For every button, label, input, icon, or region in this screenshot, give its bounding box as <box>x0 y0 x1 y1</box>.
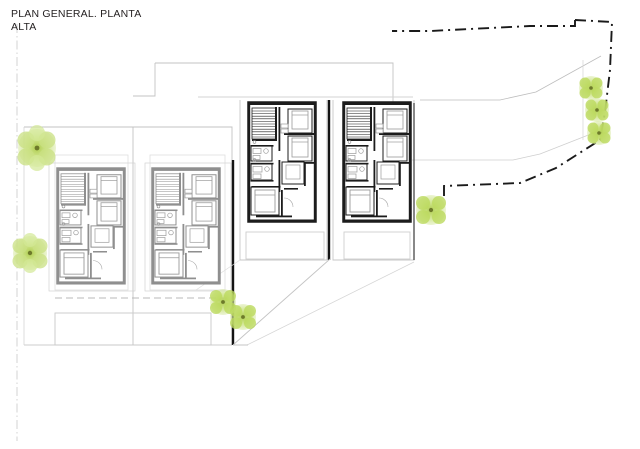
setback-left-a <box>54 154 129 291</box>
tree-left-upper <box>17 125 56 171</box>
unit-left-2[interactable] <box>151 167 221 285</box>
plot-outline-top <box>155 62 394 104</box>
garden-box-left-b <box>132 312 212 346</box>
page-title-line-1: PLAN GENERAL. PLANTA <box>11 8 142 20</box>
plot-outline-top-left-return <box>133 63 156 97</box>
tree-right-mid <box>416 195 446 225</box>
unit-right-2[interactable] <box>342 101 412 223</box>
drawing-title-block: PLAN GENERAL. PLANTA ALTA <box>11 8 241 34</box>
property-boundary-dashdot-upper-left <box>392 20 576 32</box>
unit-frame-left-a <box>48 162 136 292</box>
unit-frame-left-b <box>144 162 232 292</box>
garden-box-right-c <box>245 231 325 260</box>
tree-layer <box>12 76 611 330</box>
unit-left-1[interactable] <box>56 167 126 285</box>
plot-line-upper-right-2 <box>412 131 597 161</box>
garden-box-right-d <box>343 231 411 260</box>
site-diagonal-b <box>246 261 415 346</box>
plot-outline-right-c <box>239 100 328 261</box>
tree-left-lower <box>12 233 48 273</box>
tree-right-top-b <box>585 98 609 122</box>
garden-box-left-a <box>54 312 134 346</box>
plot-line-upper-right <box>420 55 602 101</box>
tree-right-top-a <box>579 76 603 100</box>
site-diagonal-a <box>232 258 331 346</box>
unit-right-1[interactable] <box>247 101 317 223</box>
page-title-line-2: ALTA <box>11 20 37 33</box>
tree-right-top-c <box>587 121 611 145</box>
tree-center-lower-a <box>210 289 236 315</box>
tree-center-lower-b <box>230 304 256 330</box>
